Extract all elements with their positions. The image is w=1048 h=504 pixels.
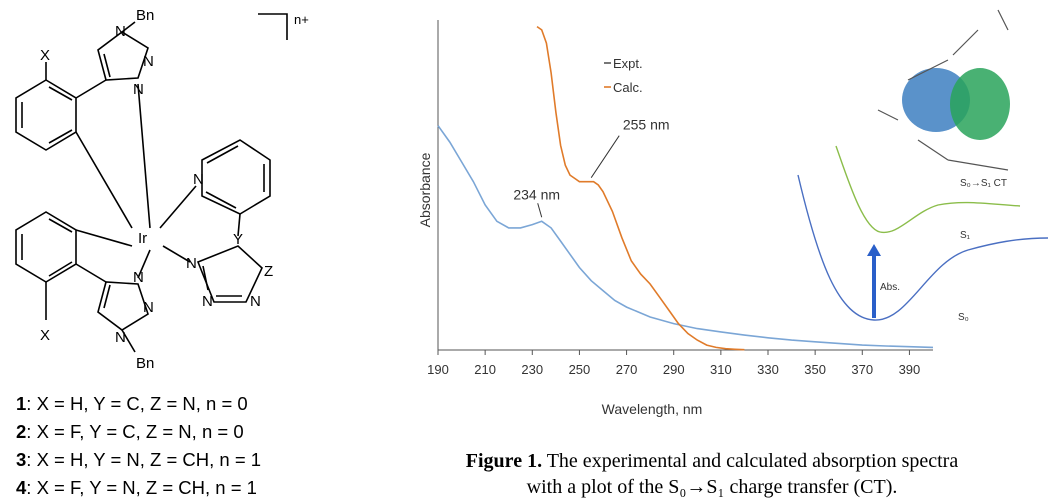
x-label-bottom: X xyxy=(40,327,50,344)
energy-inset: Abs. S₁ S₀ S₀→S₁ CT xyxy=(797,9,1048,323)
absorption-chart: 190 210 230 250 270 290 310 330 350 370 390 Abs. S₁… xyxy=(417,9,1048,417)
n-label-tetrazole-2: N xyxy=(250,293,261,310)
chart-axes: 190 210 230 250 270 290 310 330 350 370 390 xyxy=(427,20,933,377)
compound-list: 1: X = H, Y = C, Z = N, n = 0 2: X = F, … xyxy=(16,390,261,502)
series-line-0 xyxy=(437,125,934,349)
x-tick-label: 290 xyxy=(663,362,685,377)
x-tick-label: 230 xyxy=(521,362,543,377)
n-label-3: N xyxy=(133,81,144,98)
bn-label-top: Bn xyxy=(136,7,154,24)
chart-series xyxy=(437,25,934,351)
compound-3: 3: X = H, Y = N, Z = CH, n = 1 xyxy=(16,449,262,470)
arrow-head xyxy=(867,244,881,256)
legend-label-1: Calc. xyxy=(613,80,643,95)
x-tick-label: 190 xyxy=(427,362,449,377)
s1-label: S₁ xyxy=(960,230,971,241)
n-label-2: N xyxy=(143,53,154,70)
annotation-leader-1 xyxy=(590,135,620,178)
molecule-skeleton xyxy=(877,9,1009,171)
s0-curve xyxy=(797,174,1048,321)
chart-annotations: 234 nm 255 nm xyxy=(513,117,670,218)
series-line-1 xyxy=(536,25,745,351)
x-tick-label: 370 xyxy=(851,362,873,377)
chart-legend: Expt. Calc. xyxy=(604,56,643,95)
s0-label: S₀ xyxy=(958,312,969,323)
x-tick-label: 350 xyxy=(804,362,826,377)
y-label: Y xyxy=(233,231,243,248)
compound-1: 1: X = H, Y = C, Z = N, n = 0 xyxy=(16,393,248,414)
n-label-6: N xyxy=(115,329,126,346)
abs-label: Abs. xyxy=(880,282,900,293)
annotation-label-0: 234 nm xyxy=(513,186,560,202)
transition-label: S₀→S₁ CT xyxy=(960,178,1007,189)
figure-caption: Figure 1. The experimental and calculate… xyxy=(376,448,1048,500)
compound-2: 2: X = F, Y = C, Z = N, n = 0 xyxy=(16,421,244,442)
y-axis-label: Absorbance xyxy=(417,152,433,227)
annotation-leader-0 xyxy=(537,203,543,218)
n-label-pyridine: N xyxy=(193,171,204,188)
n-label-1: N xyxy=(115,23,126,40)
bn-label-bottom: Bn xyxy=(136,355,154,372)
compound-4: 4: X = F, Y = N, Z = CH, n = 1 xyxy=(16,477,257,498)
annotation-label-1: 255 nm xyxy=(623,117,670,133)
ir-label: Ir xyxy=(138,230,147,247)
z-label: Z xyxy=(264,263,273,280)
x-tick-label: 330 xyxy=(757,362,779,377)
x-tick-label: 310 xyxy=(710,362,732,377)
caption-line-1: Figure 1. The experimental and calculate… xyxy=(465,450,959,472)
n-label-5: N xyxy=(143,299,154,316)
legend-label-0: Expt. xyxy=(613,56,643,71)
acceptor-orbital xyxy=(950,68,1010,140)
x-tick-label: 390 xyxy=(899,362,921,377)
n-label-tetrazole-1: N xyxy=(186,255,197,272)
n-label-tetrazole-3: N xyxy=(202,293,213,310)
x-axis-label: Wavelength, nm xyxy=(602,401,703,417)
molecular-structure: Bn n+ X N N N Ir N Y N Z N N N N N X Bn xyxy=(15,7,309,372)
n-label-4: N xyxy=(133,269,144,286)
x-tick-label: 210 xyxy=(474,362,496,377)
x-tick-label: 270 xyxy=(616,362,638,377)
x-tick-label: 250 xyxy=(569,362,591,377)
s1-curve xyxy=(835,145,1021,234)
caption-line-2: with a plot of the S₀→S₁ charge transfer… xyxy=(526,476,898,498)
x-label-top: X xyxy=(40,47,50,64)
charge-label: n+ xyxy=(294,12,309,27)
